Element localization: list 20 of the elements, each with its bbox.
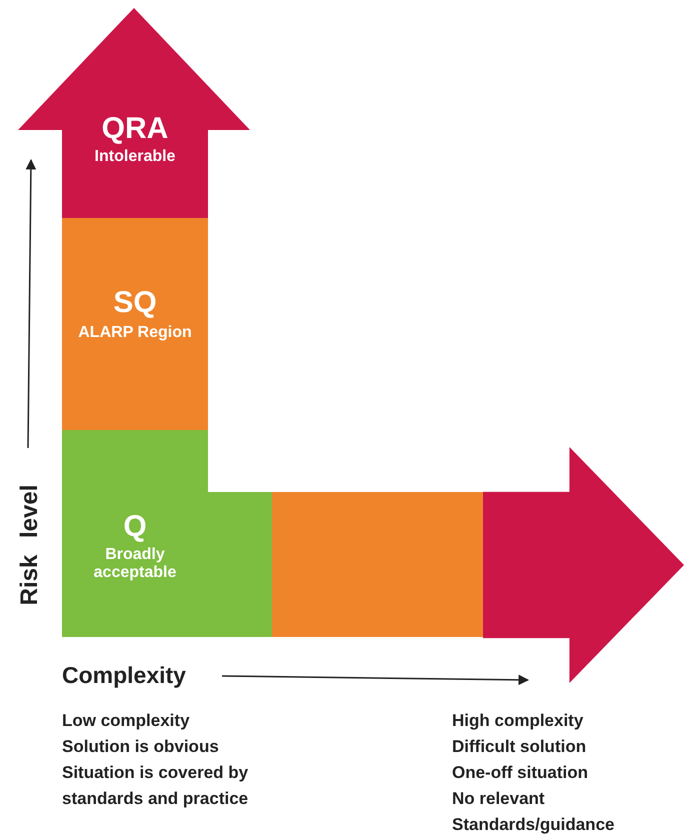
description-text: No relevant Standards/guidance <box>452 788 616 835</box>
arrow-head-segment <box>483 447 684 683</box>
zone-description: Intolerable <box>94 148 176 166</box>
description-text: Solution is obvious <box>62 736 219 758</box>
zone-description: ALARP Region <box>77 324 193 342</box>
description-text: High complexity <box>452 710 584 732</box>
zone-code: QRA <box>100 112 170 145</box>
complexity-band <box>272 492 483 637</box>
arrow-head-segment <box>18 8 250 218</box>
zone-code: Q <box>122 510 148 543</box>
zone-code: SQ <box>112 286 158 319</box>
risk-band <box>62 218 208 430</box>
description-text: Low complexity <box>62 710 190 732</box>
axis-label: Complexity <box>62 662 186 688</box>
risk-band <box>62 430 272 637</box>
description-text: One-off situation <box>452 762 588 784</box>
description-text: Situation is covered by standards and practice <box>62 762 250 810</box>
axis-label: Risk level <box>17 484 43 606</box>
description-text: Difficult solution <box>452 736 586 758</box>
zone-description: Broadly acceptable <box>92 546 178 582</box>
